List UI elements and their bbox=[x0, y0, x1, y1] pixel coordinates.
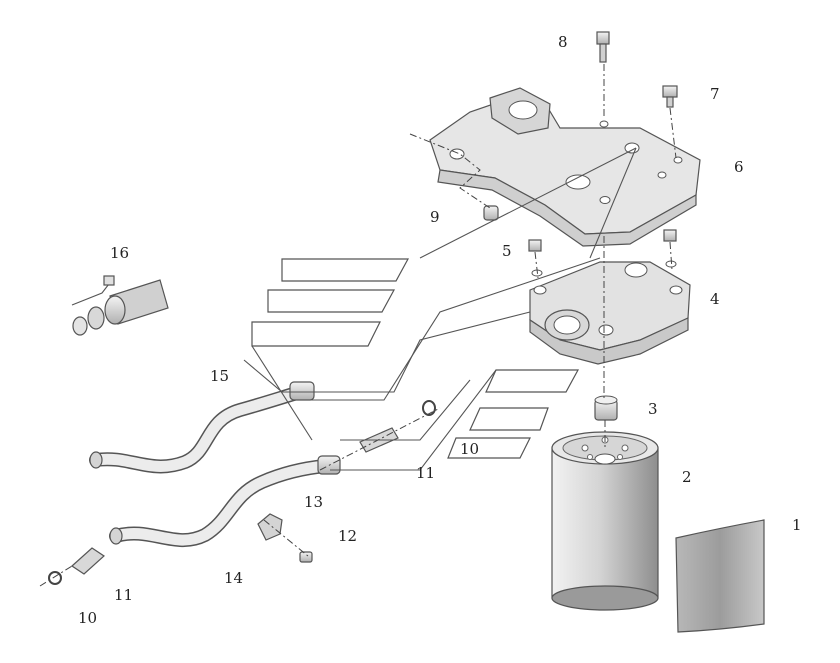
leader-lines bbox=[243, 147, 637, 471]
pipe-upper bbox=[89, 381, 315, 474]
callout-9: 9 bbox=[430, 208, 440, 226]
pipe-lower bbox=[109, 455, 341, 548]
heat-shield bbox=[675, 519, 765, 633]
threaded-nipple bbox=[594, 395, 618, 421]
callout-14: 14 bbox=[224, 569, 243, 587]
callout-13: 13 bbox=[304, 493, 323, 511]
fitting-mid bbox=[359, 400, 436, 453]
note-boxes-right bbox=[447, 369, 580, 459]
callout-2: 2 bbox=[682, 468, 692, 486]
bolt-5-left bbox=[528, 239, 543, 277]
callout-16: 16 bbox=[110, 244, 129, 262]
note-boxes-left bbox=[251, 258, 410, 347]
callout-12: 12 bbox=[338, 527, 357, 545]
sensor-assembly bbox=[71, 275, 169, 336]
bolt-7 bbox=[662, 85, 678, 108]
callout-1: 1 bbox=[792, 516, 802, 534]
assembly-centerlines bbox=[39, 64, 677, 587]
callout-labels: 1 2 3 4 5 6 7 8 9 10 10 11 11 12 13 14 1… bbox=[78, 33, 802, 627]
bracket-bore bbox=[508, 100, 538, 120]
callout-4: 4 bbox=[710, 290, 720, 308]
callout-7: 7 bbox=[710, 85, 720, 103]
bolt-8 bbox=[596, 31, 610, 63]
mounting-bracket bbox=[429, 87, 701, 247]
callout-10-right: 10 bbox=[460, 440, 479, 458]
callout-11-left: 11 bbox=[114, 586, 133, 604]
nut-9 bbox=[483, 205, 499, 221]
fitting-lower-left bbox=[48, 547, 105, 585]
callout-11-right: 11 bbox=[416, 464, 435, 482]
callout-10-left: 10 bbox=[78, 609, 97, 627]
filter-head bbox=[529, 261, 691, 365]
callout-5: 5 bbox=[502, 242, 512, 260]
callout-15: 15 bbox=[210, 367, 229, 385]
callout-3: 3 bbox=[648, 400, 658, 418]
callout-8: 8 bbox=[558, 33, 568, 51]
filter-element bbox=[551, 431, 659, 611]
callout-6: 6 bbox=[734, 158, 744, 176]
bolt-5-right bbox=[663, 229, 677, 268]
